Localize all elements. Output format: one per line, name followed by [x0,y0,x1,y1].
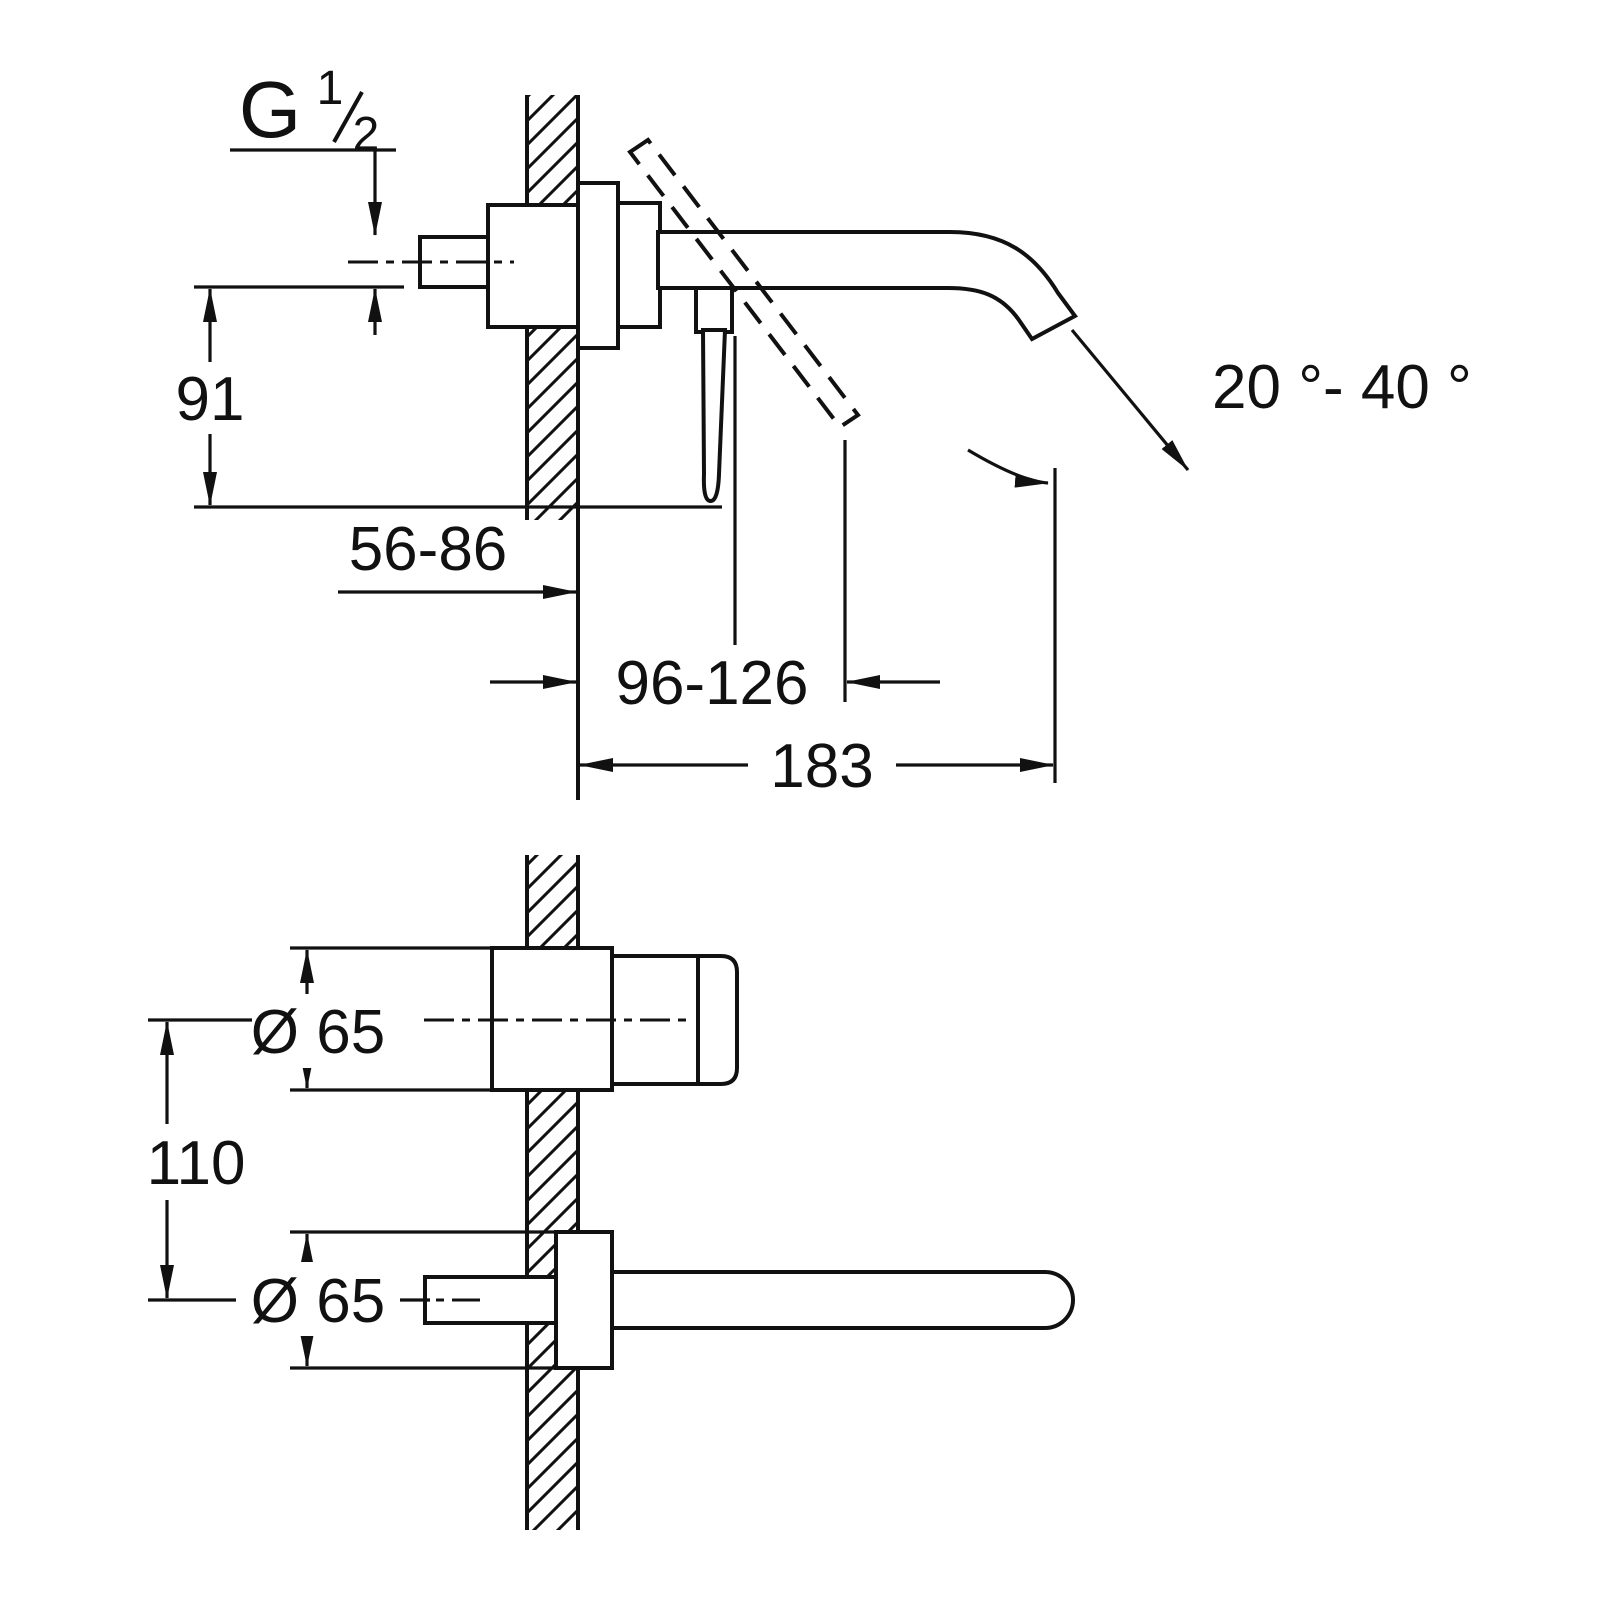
dimension-angle: 20 °- 40 ° [967,328,1472,488]
angle-leader [1070,328,1190,472]
spout-front-view [398,1230,1075,1370]
mixer-side-view [418,181,1078,503]
label-bg [134,1124,260,1200]
label-bg [236,994,400,1068]
dim-label-91: 91 [176,365,245,434]
label-bg [236,1262,400,1336]
dim-label-110: 110 [147,1129,246,1198]
wall-escutcheon [576,181,620,350]
handle-joint [694,286,734,334]
spout-tube [610,1270,1075,1330]
thread-label-g: G [239,65,301,154]
dimension-110: 110 [134,1018,430,1302]
fraction-slash [332,91,364,143]
thread-label-num: 1 [317,62,344,115]
handle-knob [610,954,739,1086]
angle-arc-arrow [967,448,1049,488]
dimension-96-126: 96-126 [490,336,940,718]
handle-front-view [424,946,739,1092]
label-bg [748,728,896,802]
label-bg [168,362,252,434]
dim-label-96-126: 96-126 [615,649,808,718]
in-wall-body [486,203,580,329]
wall-section-top [525,95,580,800]
dim-label-angle: 20 °- 40 ° [1212,353,1472,422]
spout-base [616,201,662,329]
handle-lever [700,328,728,503]
dim-label-dia65-bottom: Ø 65 [251,1267,385,1336]
dim-label-dia65-top: Ø 65 [251,998,385,1067]
dimension-183: 183 [579,468,1057,802]
dim-label-56-86: 56-86 [349,515,508,584]
spout-inlet-pipe [423,1275,558,1325]
thread-dimension: G 1 2 [230,62,396,335]
dim-label-183: 183 [770,732,873,801]
handle-alternate-position-dashed [627,137,861,430]
dimension-dia65-top: Ø 65 [236,946,494,1092]
spout-escutcheon [554,1230,614,1370]
dimension-91: 91 [168,285,722,509]
dimension-56-86: 56-86 [338,515,577,599]
spout [656,230,1078,342]
dimension-dia65-bottom: Ø 65 [236,1230,558,1370]
